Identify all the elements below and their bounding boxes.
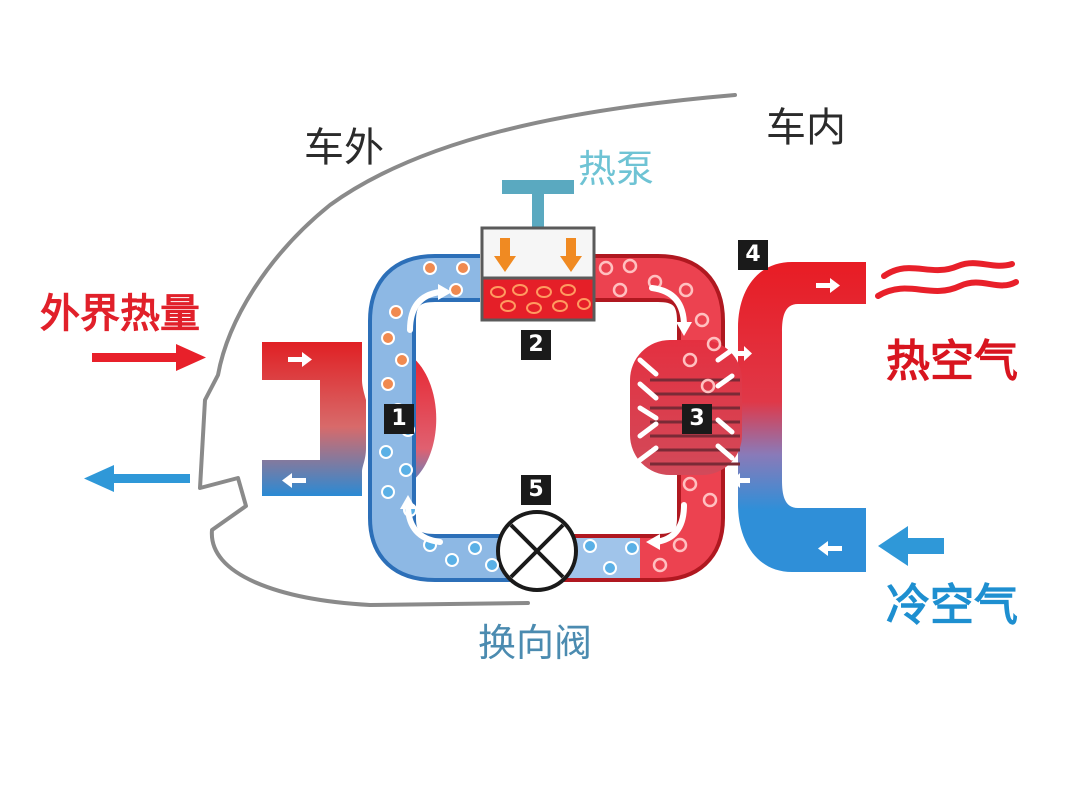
heat-pump-label: 热泵 (578, 147, 655, 191)
reversing-valve-label: 换向阀 (478, 621, 593, 665)
exhaust-arrow-icon (84, 465, 190, 492)
badge-4: 4 (738, 240, 768, 270)
car-body-outline (198, 93, 737, 607)
external-heat-label: 外界热量 (40, 291, 200, 337)
piston-arrow-icon (494, 238, 582, 272)
cold-air-arrow-icon (878, 526, 944, 566)
indoor-air-duct (738, 262, 866, 572)
hot-air-waves-icon (875, 260, 1019, 299)
compressor-handle (502, 180, 574, 194)
heat-arrow-icon (92, 344, 206, 371)
badge-2: 2 (521, 330, 551, 360)
compressor-chamber (480, 276, 596, 322)
badge-1: 1 (384, 404, 414, 434)
flow-arrows (405, 285, 687, 545)
compressor-bubbles (490, 284, 591, 314)
indoor-airflow-arrows (637, 347, 735, 463)
cold-air-label: 冷空气 (886, 580, 1018, 631)
refrigerant-bubbles-hot (598, 258, 722, 573)
duct-flow-arrows (282, 278, 842, 556)
inside-label: 车内 (766, 105, 846, 151)
outdoor-air-duct (262, 342, 366, 496)
hot-air-label: 热空气 (886, 336, 1018, 387)
outside-label: 车外 (304, 125, 384, 171)
badge-5: 5 (521, 475, 551, 505)
valve-cross-icon (496, 510, 578, 592)
badge-3: 3 (682, 404, 712, 434)
compressor-body (480, 226, 596, 282)
